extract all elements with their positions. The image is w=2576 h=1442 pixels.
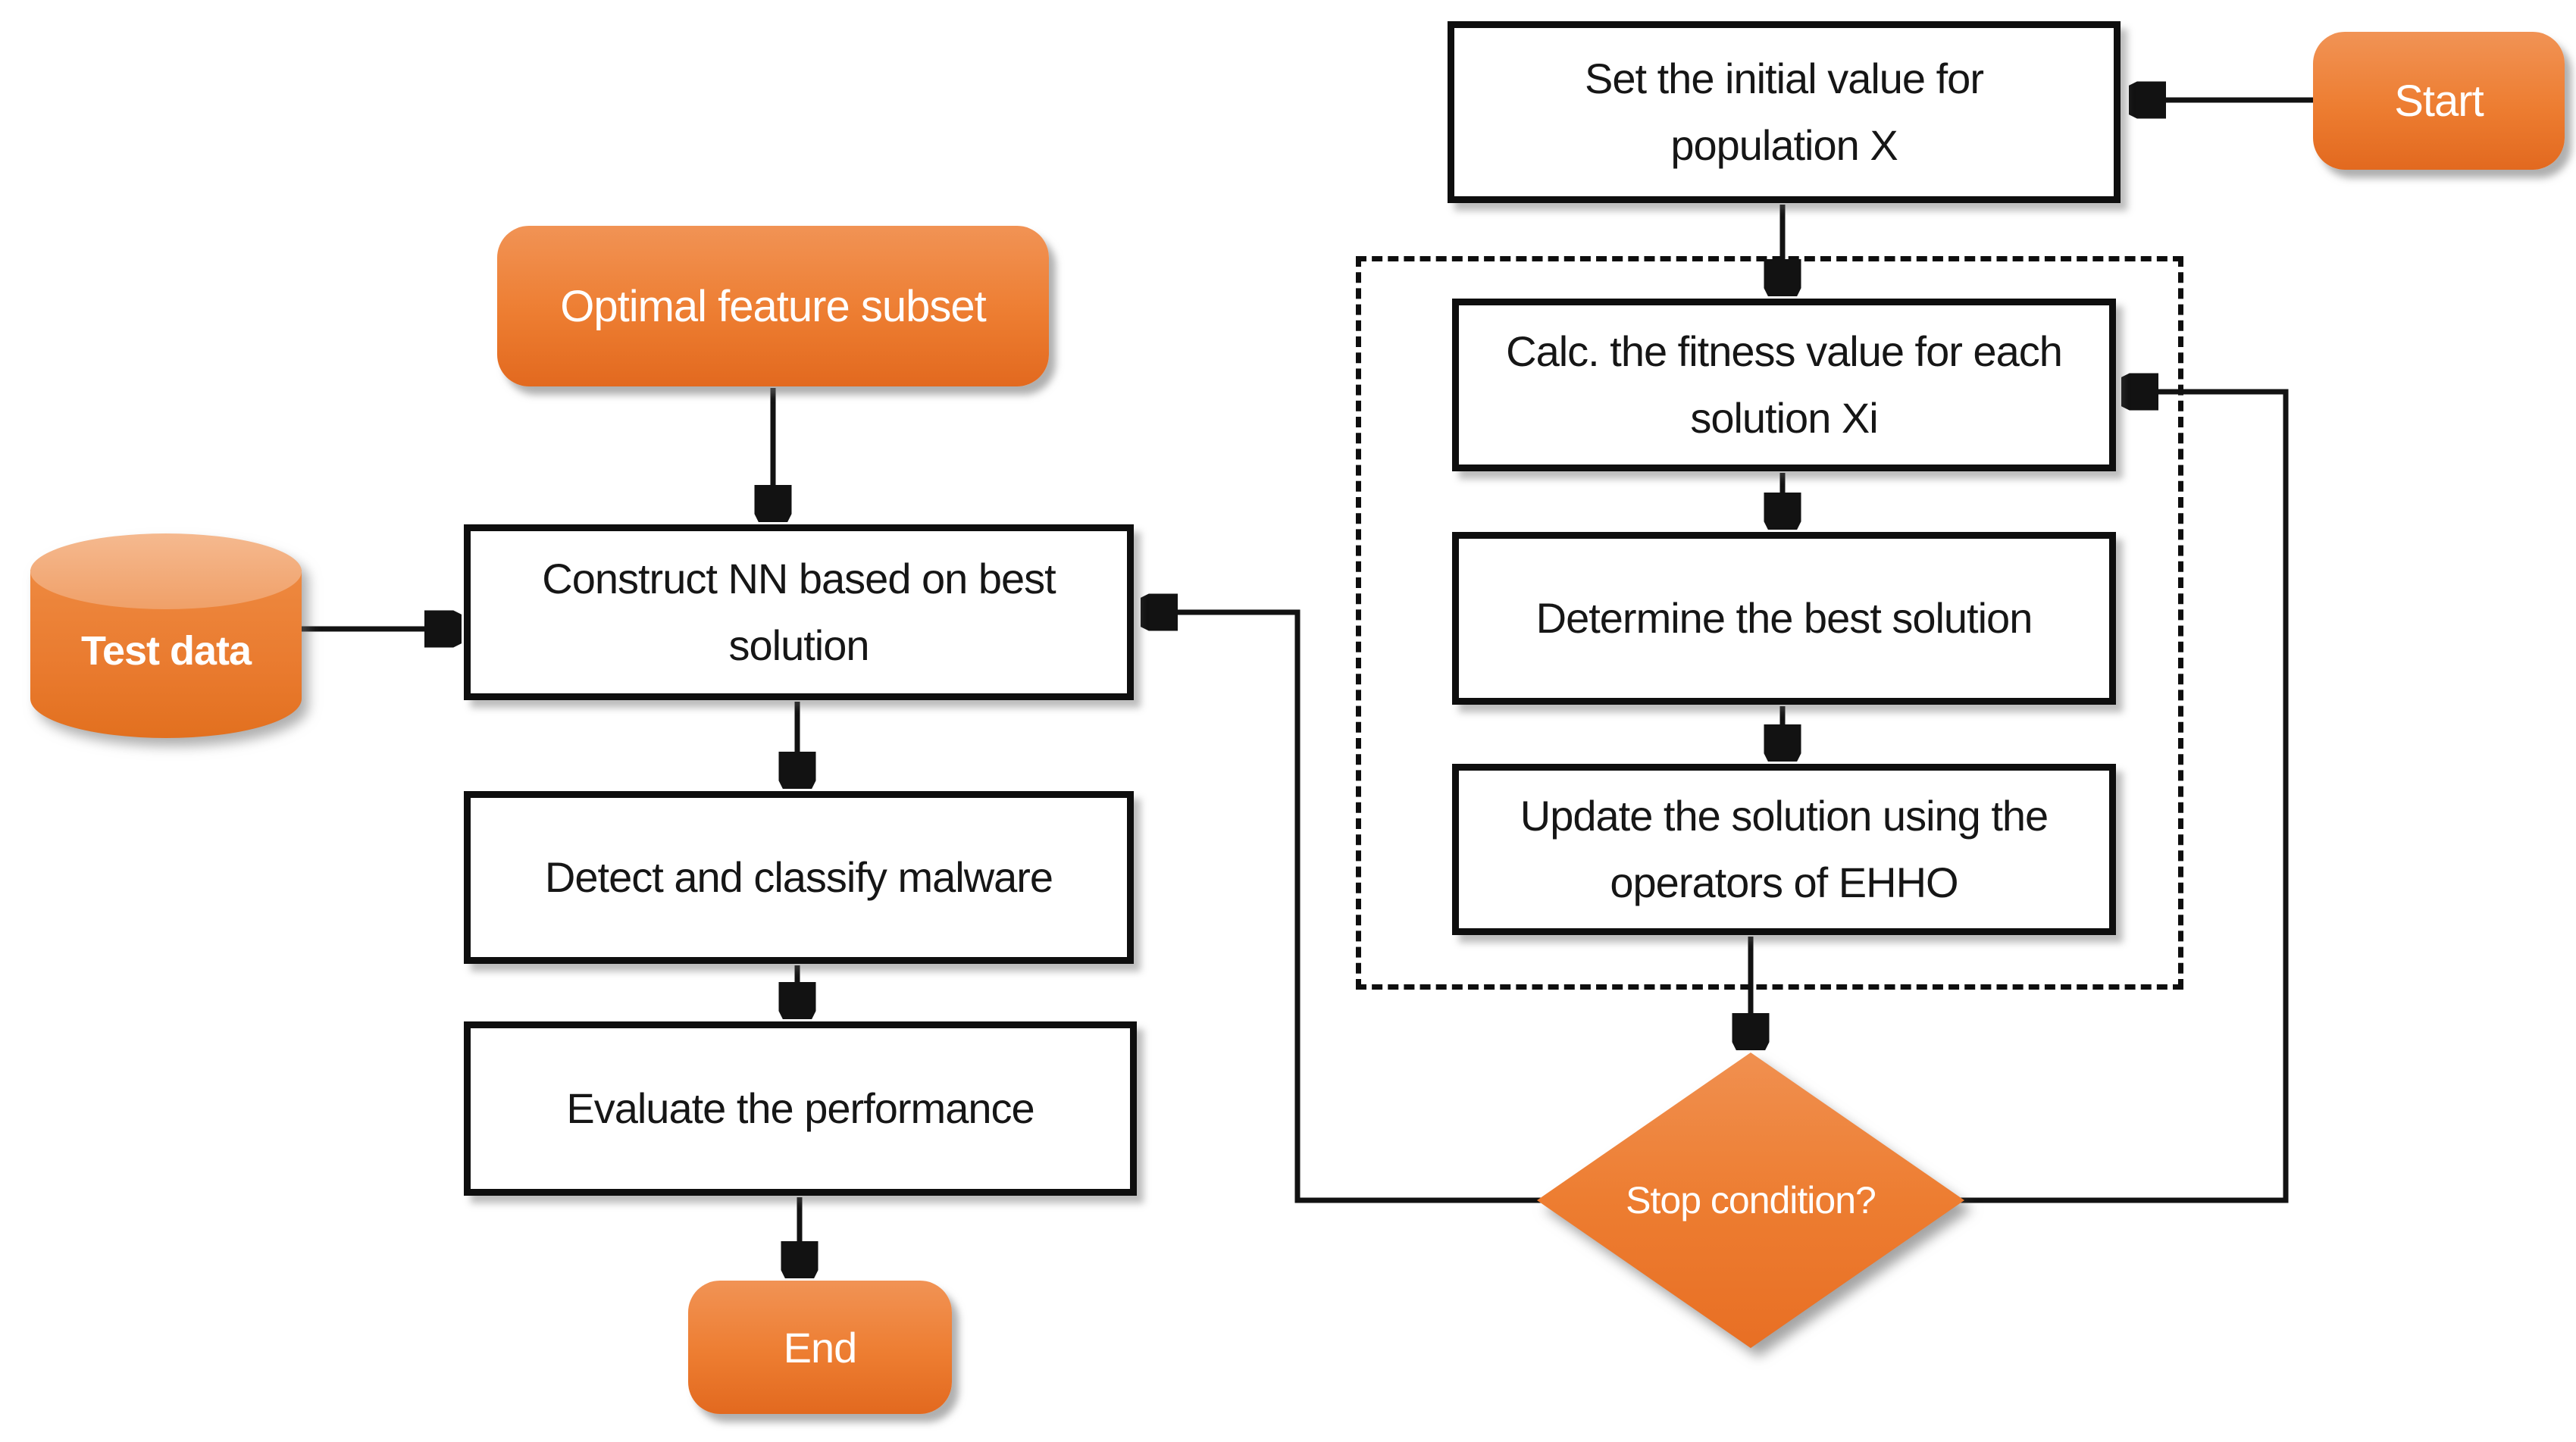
- node-test-data: Test data: [30, 533, 302, 738]
- node-set-initial: Set the initial value for population X: [1448, 21, 2121, 203]
- connector-stop-condition-to-calc-fitness-loop: [1958, 392, 2289, 1203]
- stop-condition-label: Stop condition?: [1626, 1178, 1876, 1221]
- set-initial-label: Set the initial value for population X: [1585, 54, 1984, 169]
- node-optimal-subset: Optimal feature subset: [497, 226, 1049, 386]
- node-stop-condition: Stop condition?: [1537, 1053, 1964, 1348]
- node-evaluate: Evaluate the performance: [464, 1021, 1137, 1196]
- optimal-subset-label: Optimal feature subset: [560, 281, 987, 331]
- node-start: Start: [2313, 32, 2565, 170]
- construct-nn-label: Construct NN based on best solution: [542, 554, 1056, 669]
- stop-condition-shape: Stop condition?: [1537, 1053, 1964, 1348]
- detect-classify-label: Detect and classify malware: [544, 852, 1053, 901]
- start-label: Start: [2394, 76, 2484, 126]
- connector-stop-condition-to-construct-nn: [1146, 612, 1545, 1203]
- test-data-label: Test data: [80, 628, 252, 674]
- node-detect-classify: Detect and classify malware: [464, 791, 1134, 964]
- node-construct-nn: Construct NN based on best solution: [464, 524, 1134, 700]
- node-calc-fitness: Calc. the fitness value for each solutio…: [1452, 299, 2116, 471]
- node-determine-best: Determine the best solution: [1452, 532, 2116, 705]
- update-solution-label: Update the solution using the operators …: [1520, 791, 2049, 906]
- calc-fitness-label: Calc. the fitness value for each solutio…: [1506, 327, 2063, 442]
- node-end: End: [688, 1281, 952, 1414]
- node-update-solution: Update the solution using the operators …: [1452, 764, 2116, 935]
- evaluate-label: Evaluate the performance: [566, 1084, 1034, 1132]
- ehho-loop-frame: [1356, 256, 2183, 990]
- determine-best-label: Determine the best solution: [1535, 593, 2033, 642]
- test-data-cylinder-top: [30, 533, 302, 609]
- end-label: End: [783, 1323, 858, 1372]
